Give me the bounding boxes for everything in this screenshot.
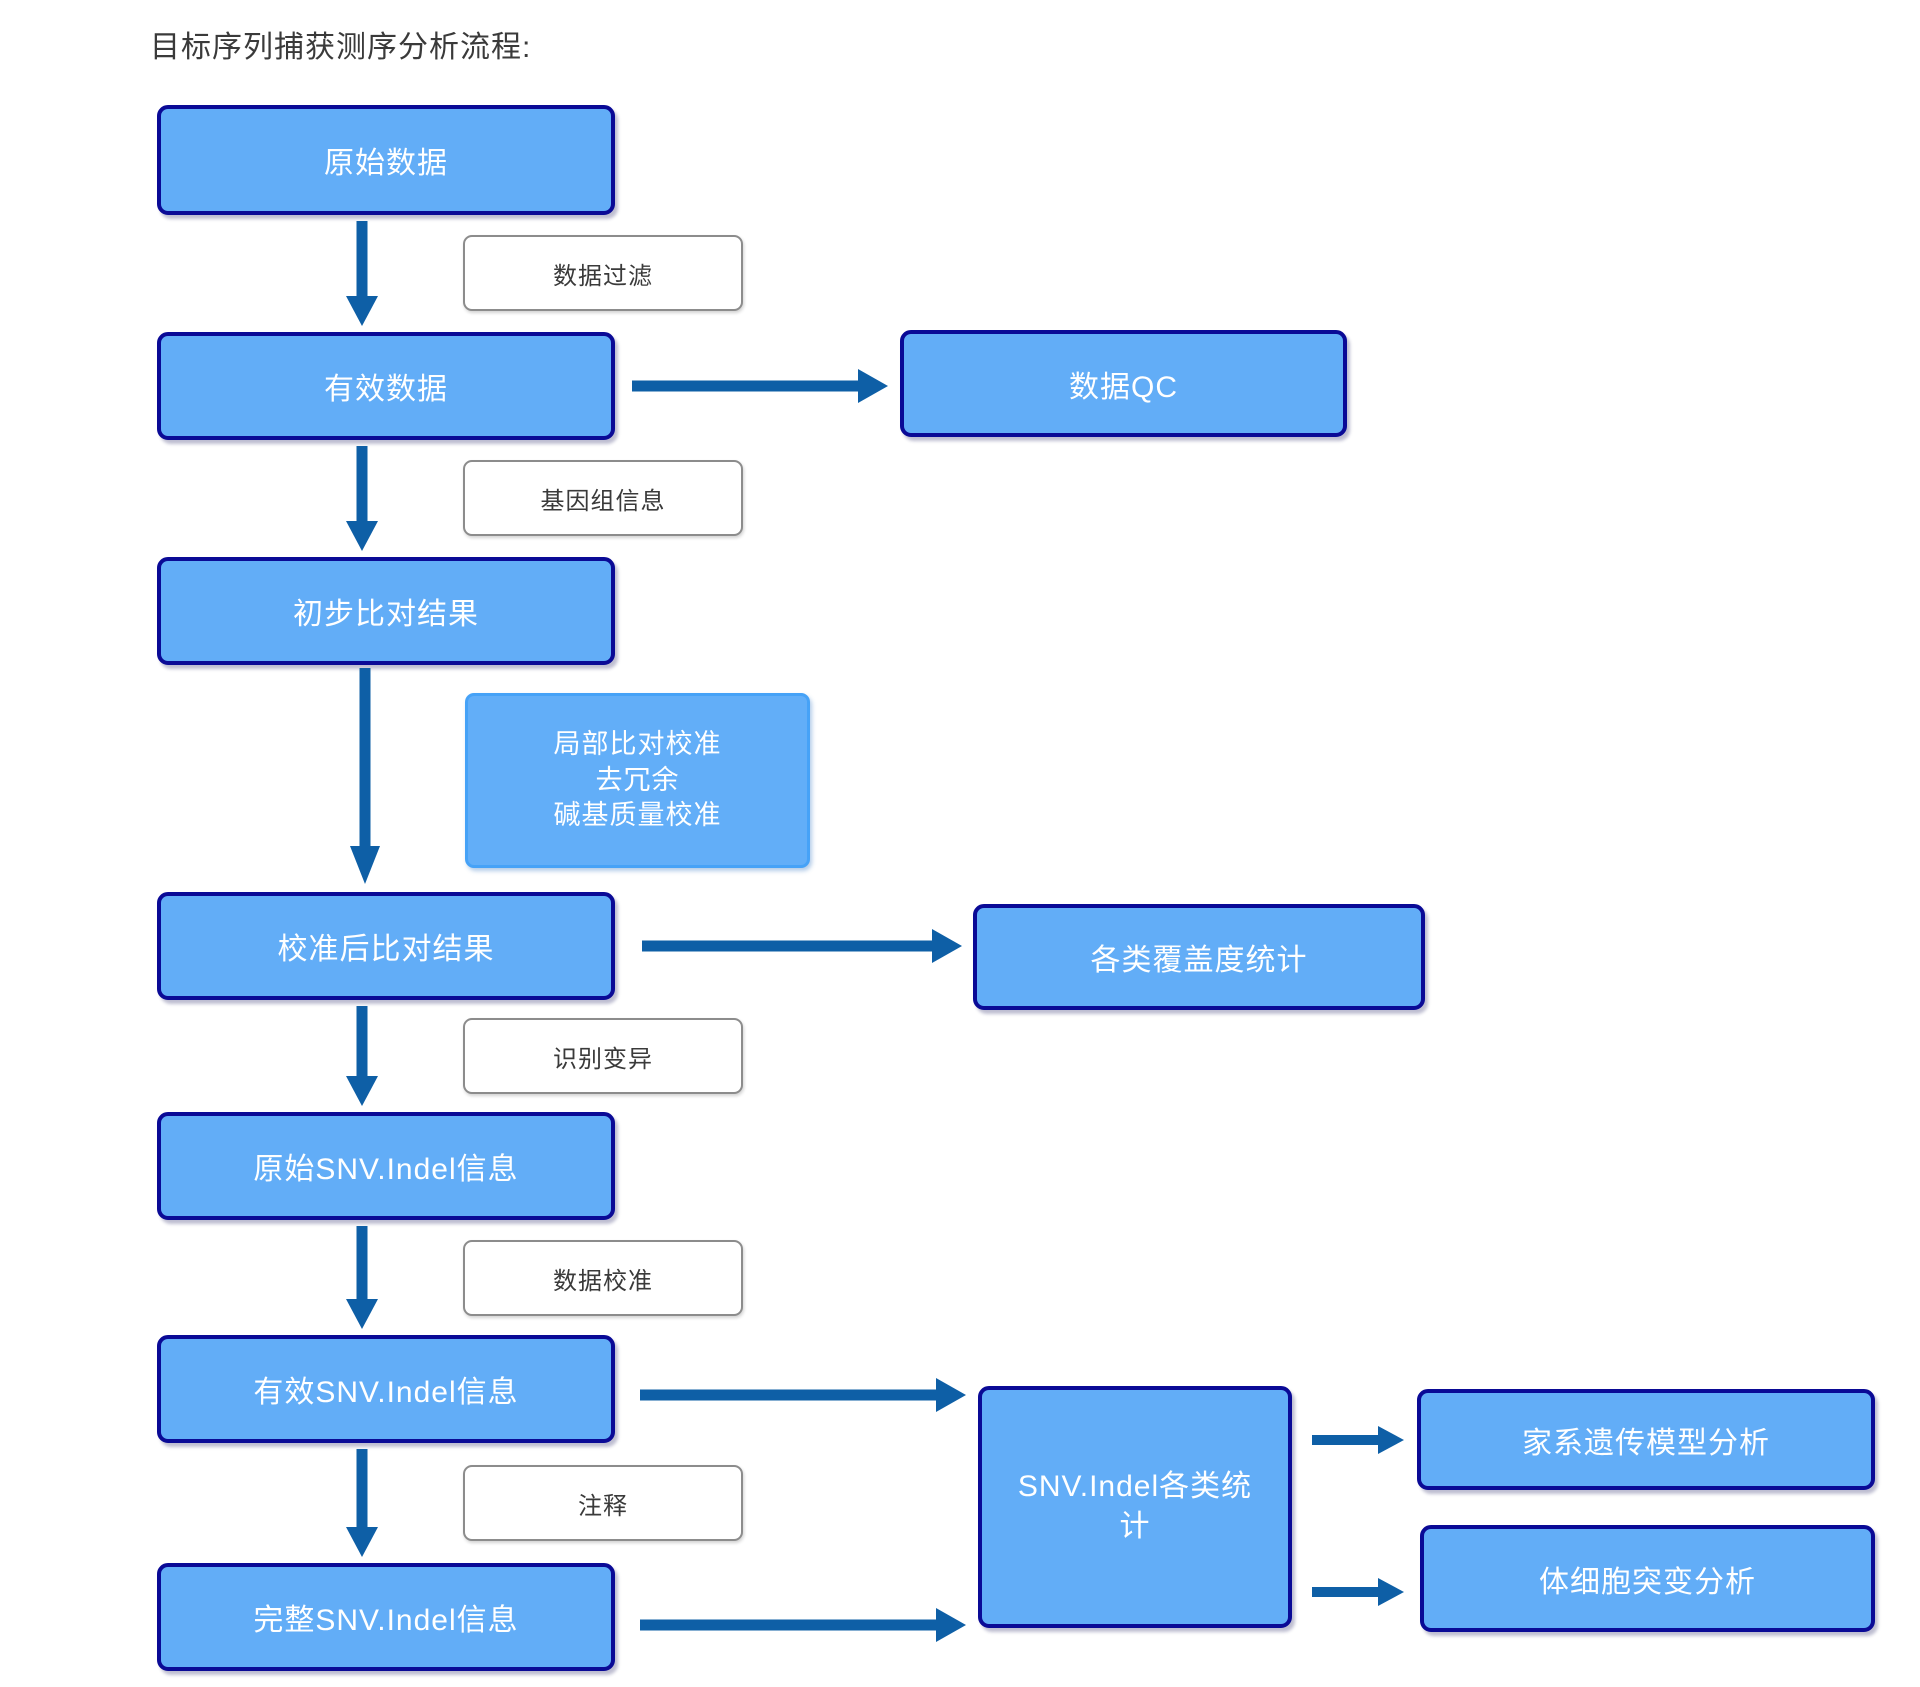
node-somatic-mutation-analysis: 体细胞突变分析 [1420, 1525, 1875, 1632]
arrow-shaft [356, 221, 368, 298]
arrow-shaft [356, 1006, 368, 1078]
arrow-down-icon [342, 1006, 382, 1106]
arrow-shaft [642, 940, 934, 952]
arrow-shaft [359, 668, 371, 848]
arrow-right-icon [642, 926, 962, 966]
arrow-right-icon [640, 1605, 966, 1645]
arrow-head [1378, 1578, 1404, 1606]
node-data-qc: 数据QC [900, 330, 1347, 437]
node-snv-indel-stats: SNV.Indel各类统 计 [978, 1386, 1292, 1628]
node-pedigree-model-analysis: 家系遗传模型分析 [1417, 1389, 1875, 1490]
node-initial-alignment: 初步比对结果 [157, 557, 615, 665]
node-raw-data: 原始数据 [157, 105, 615, 215]
arrow-shaft [1312, 1587, 1380, 1597]
arrow-down-icon [342, 1449, 382, 1557]
arrow-head [346, 1076, 378, 1106]
arrow-down-icon [342, 1226, 382, 1329]
arrow-right-icon [632, 366, 888, 406]
arrow-right-icon [1312, 1420, 1404, 1460]
arrow-head [1378, 1426, 1404, 1454]
edge-label-annotation: 注释 [463, 1465, 743, 1541]
edge-label-genome-info: 基因组信息 [463, 460, 743, 536]
page-title: 目标序列捕获测序分析流程: [150, 31, 532, 64]
edge-label-data-calibration: 数据校准 [463, 1240, 743, 1316]
arrow-head [346, 1527, 378, 1557]
arrow-shaft [1312, 1435, 1380, 1445]
arrow-down-icon [345, 668, 385, 884]
arrow-head [346, 1299, 378, 1329]
edge-label-realign-dedup-bqsr: 局部比对校准 去冗余 碱基质量校准 [465, 693, 810, 868]
arrow-shaft [632, 380, 860, 392]
arrow-shaft [356, 1226, 368, 1301]
node-complete-snv-indel: 完整SNV.Indel信息 [157, 1563, 615, 1671]
arrow-head [936, 1608, 966, 1642]
arrow-right-icon [1312, 1572, 1404, 1612]
arrow-head [936, 1378, 966, 1412]
node-coverage-stats: 各类覆盖度统计 [973, 904, 1425, 1010]
arrow-shaft [356, 446, 368, 523]
edge-label-data-filtering: 数据过滤 [463, 235, 743, 311]
node-raw-snv-indel: 原始SNV.Indel信息 [157, 1112, 615, 1220]
arrow-head [858, 369, 888, 403]
arrow-down-icon [342, 446, 382, 551]
arrow-shaft [640, 1389, 938, 1401]
arrow-shaft [640, 1619, 938, 1631]
arrow-head [932, 929, 962, 963]
arrow-shaft [356, 1449, 368, 1529]
arrow-head [346, 521, 378, 551]
node-calibrated-alignment: 校准后比对结果 [157, 892, 615, 1000]
edge-label-variant-calling: 识别变异 [463, 1018, 743, 1094]
arrow-head [350, 846, 380, 884]
node-clean-data: 有效数据 [157, 332, 615, 440]
arrow-right-icon [640, 1375, 966, 1415]
node-valid-snv-indel: 有效SNV.Indel信息 [157, 1335, 615, 1443]
arrow-down-icon [342, 221, 382, 326]
arrow-head [346, 296, 378, 326]
